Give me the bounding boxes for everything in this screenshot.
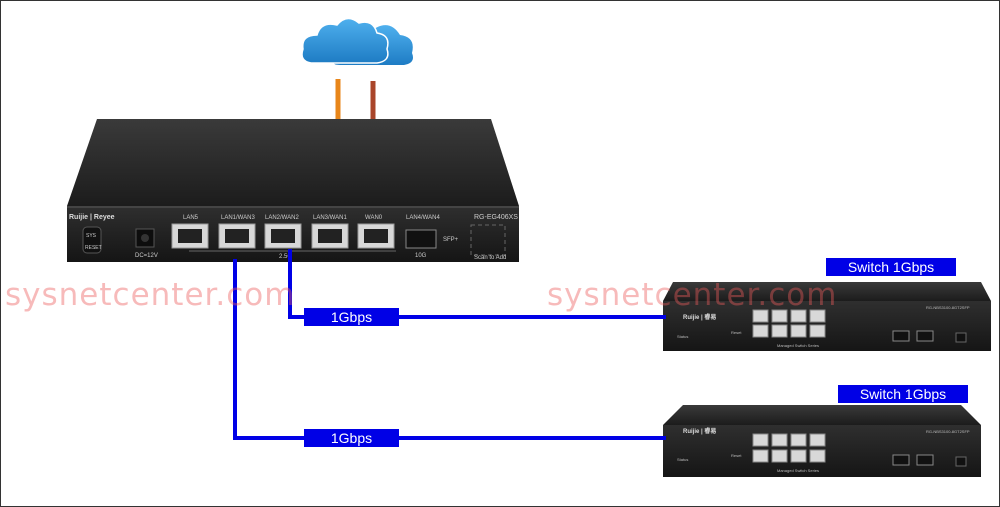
router-model: RG-EG406XS	[474, 214, 518, 221]
dc-label: DC=12V	[135, 253, 158, 259]
port-label-lan2-wan2: LAN2/WAN2	[265, 215, 299, 221]
router-brand: Ruijie | Reyee	[69, 214, 115, 221]
port-label-lan3-wan1: LAN3/WAN1	[313, 215, 347, 221]
switch-1-device	[663, 282, 991, 351]
switch-1-reset: Reset	[731, 330, 742, 335]
switch-2-model: RG-NBS3100-8GT2SFP	[926, 429, 970, 434]
switch-1-series: Managed Switch Series	[777, 343, 819, 348]
watermark-left: sysnetcenter.com	[5, 277, 296, 313]
switch-2-device	[663, 405, 981, 477]
port-label-wan0: WAN0	[365, 215, 383, 221]
switch-1-status: Status	[677, 334, 688, 339]
switch-1-brand: Ruijie | 睿易	[683, 313, 716, 321]
switch-2-brand: Ruijie | 睿易	[683, 427, 716, 435]
switch-2-series: Managed Switch Series	[777, 468, 819, 473]
switch-2-status: Status	[677, 457, 688, 462]
link-1-cable	[288, 249, 666, 319]
switch-1-label: Switch 1Gbps	[826, 258, 956, 276]
switch-1-model: RG-NBS3100-8GT2SFP	[926, 305, 970, 310]
port-label-lan5: LAN5	[183, 215, 199, 221]
link-1-label: 1Gbps	[304, 308, 399, 326]
switch-2-label: Switch 1Gbps	[838, 385, 968, 403]
port-label-lan4-wan4: LAN4/WAN4	[406, 215, 440, 221]
speed-25g-label: 2.5G	[279, 254, 292, 260]
router-device	[67, 119, 519, 262]
router-ports	[171, 223, 437, 249]
watermark-right: sysnetcenter.com	[547, 277, 838, 313]
speed-10g-label: 10G	[415, 253, 427, 259]
port-label-lan1-wan3: LAN1/WAN3	[221, 215, 255, 221]
switch-2-reset: Reset	[731, 453, 742, 458]
cloud-icon	[301, 17, 413, 65]
reset-label: RESET	[85, 245, 102, 251]
link-2-cable	[233, 259, 666, 440]
sfp-label: SFP+	[443, 237, 459, 243]
link-2-label: 1Gbps	[304, 429, 399, 447]
sys-label: SYS	[86, 233, 97, 239]
scan-label: Scan to Add	[474, 255, 506, 261]
